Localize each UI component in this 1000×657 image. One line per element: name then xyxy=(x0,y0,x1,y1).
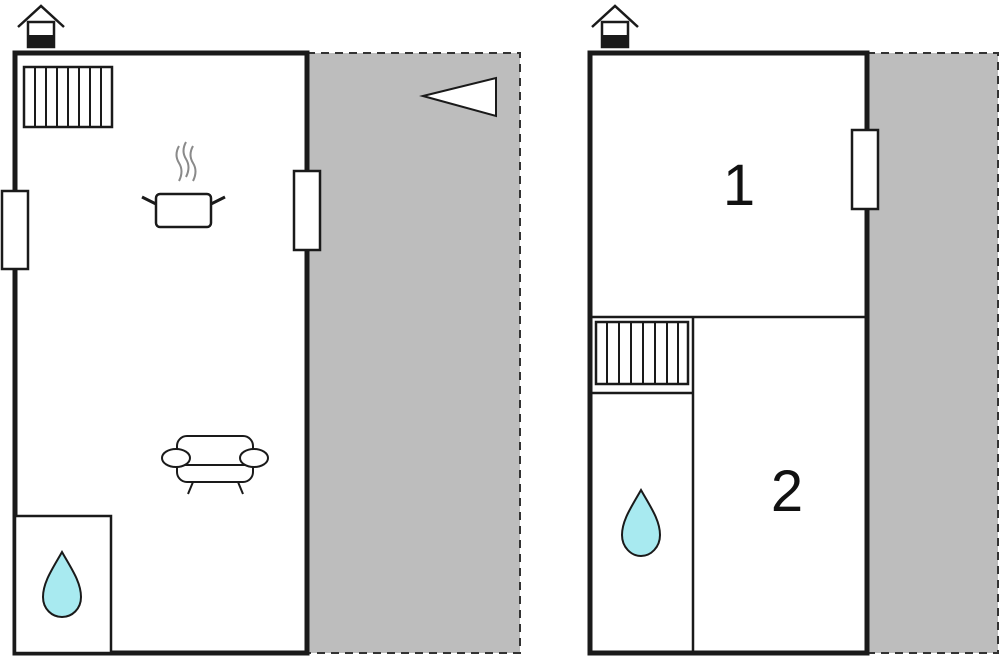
cooking-pot-icon xyxy=(141,141,226,229)
bedroom-1-number: 1 xyxy=(723,153,755,218)
upper-floor-plan: 1 2 xyxy=(587,4,999,656)
triangle-terrace-icon xyxy=(419,76,497,118)
outdoor-area-upper xyxy=(866,52,999,654)
water-drop-icon xyxy=(620,487,662,558)
stairs-icon xyxy=(594,320,690,386)
house-entrance-icon xyxy=(591,4,639,49)
window-bedroom-1 xyxy=(850,128,880,211)
stairs-icon xyxy=(22,65,114,129)
window-west xyxy=(0,189,30,271)
bedroom-2-number: 2 xyxy=(771,459,803,524)
outdoor-terrace-area xyxy=(306,52,521,654)
house-entrance-icon xyxy=(17,4,65,49)
water-drop-icon xyxy=(41,549,83,619)
window-east xyxy=(292,169,322,252)
sofa-icon xyxy=(161,435,269,495)
ground-floor-plan xyxy=(0,4,521,656)
